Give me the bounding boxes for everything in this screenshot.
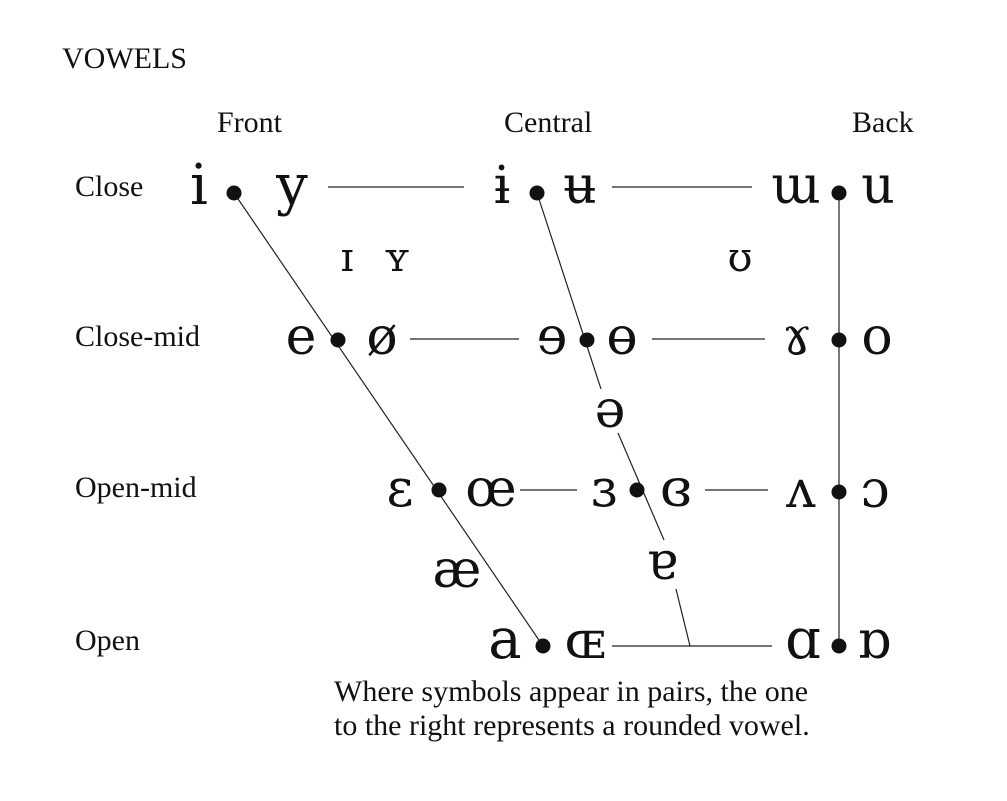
dot-close-central: [529, 185, 545, 201]
dot-close-front: [226, 185, 242, 201]
vowel-open-mid-central-unrounded: ɜ: [590, 459, 618, 519]
vowel-close-mid-back-rounded: o: [861, 307, 893, 367]
chart-title: VOWELS: [62, 42, 187, 75]
vowel-close-mid-back-unrounded: ɤ: [782, 307, 812, 367]
vowel-open-front-rounded: ɶ: [564, 611, 606, 671]
vowel-close-mid-central-unrounded: ɘ: [536, 307, 568, 367]
central-diagonal-line-lower: [675, 588, 691, 647]
vowel-close-mid-central-rounded: ɵ: [606, 307, 638, 367]
vowel-near-open-front-unrounded: æ: [432, 540, 482, 600]
dot-close-mid-central: [579, 332, 595, 348]
vowel-close-central-unrounded: ɨ: [493, 156, 511, 216]
vowel-close-mid-front-unrounded: e: [285, 307, 317, 367]
vowel-open-back-unrounded: ɑ: [785, 607, 821, 672]
dot-open-front: [535, 638, 551, 654]
dot-close-mid-front: [330, 332, 346, 348]
vowel-open-mid-front-unrounded: ɛ: [386, 459, 414, 519]
vowel-close-back-rounded: u: [861, 156, 895, 216]
row-open-mid-label: Open-mid: [75, 471, 197, 504]
vowel-open-front-unrounded: a: [488, 607, 522, 672]
vowel-open-mid-back-rounded: ɔ: [860, 460, 890, 520]
row-close-mid-label: Close-mid: [75, 320, 200, 353]
dot-close-back: [831, 185, 847, 201]
vowel-open-mid-front-rounded: œ: [465, 459, 517, 519]
vowel-close-central-rounded: ʉ: [563, 156, 597, 216]
footnote-line-1: Where symbols appear in pairs, the one: [334, 675, 809, 708]
vowel-close-front-unrounded: i: [190, 153, 208, 218]
vowel-close-back-unrounded: ɯ: [771, 156, 821, 216]
vowel-close-front-rounded: y: [276, 153, 308, 218]
vowel-open-mid-central-rounded: ɞ: [660, 459, 692, 519]
row-close-label: Close: [75, 170, 144, 203]
vowel-near-close-front-unrounded: ɪ: [340, 235, 354, 281]
column-central-label: Central: [504, 106, 593, 139]
vowel-near-open-central: ɐ: [646, 532, 678, 592]
footnote-line-2: to the right represents a rounded vowel.: [334, 709, 810, 742]
vowel-open-mid-back-unrounded: ʌ: [786, 460, 816, 520]
vowel-near-close-front-rounded: ʏ: [383, 235, 411, 281]
column-back-label: Back: [852, 106, 914, 139]
dot-close-mid-back: [831, 332, 847, 348]
vowel-mid-central: ə: [594, 380, 626, 440]
vowel-near-close-back-rounded: ʊ: [727, 235, 753, 281]
row-open-label: Open: [75, 624, 140, 657]
dot-open-mid-central: [629, 482, 645, 498]
dot-open-back: [831, 638, 847, 654]
front-diagonal-line: [233, 192, 544, 647]
column-front-label: Front: [217, 106, 283, 139]
vowel-open-back-rounded: ɒ: [857, 611, 891, 671]
vowel-close-mid-front-rounded: ø: [366, 307, 398, 367]
dot-open-mid-front: [431, 482, 447, 498]
dot-open-mid-back: [831, 484, 847, 500]
central-diagonal-line-upper: [536, 192, 602, 390]
